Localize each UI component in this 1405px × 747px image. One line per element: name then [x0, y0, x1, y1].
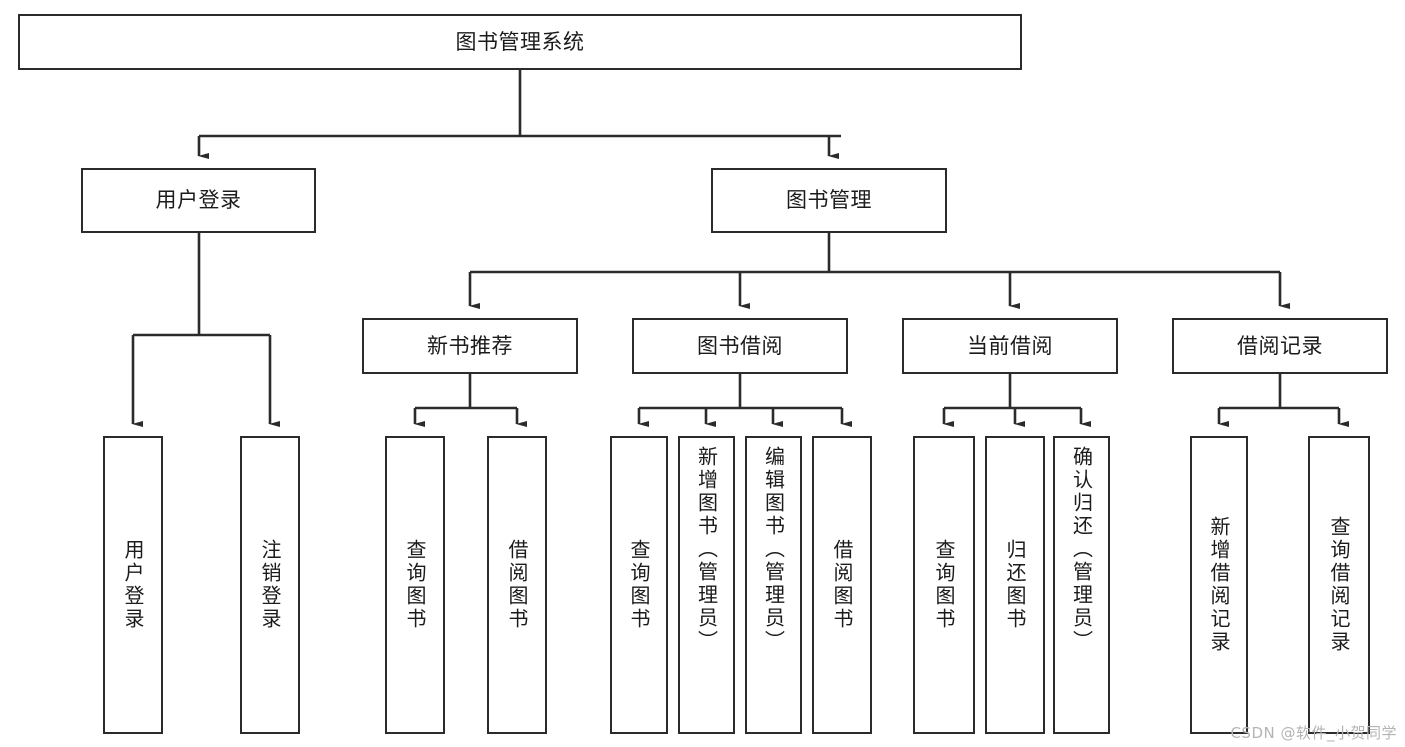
node-borrow-record-label: 借阅记录: [1237, 333, 1323, 358]
node-leaf-query-borrow-record[interactable]: 查询借阅记录: [1308, 436, 1370, 734]
node-leaf-user-logout-label: 注销登录: [258, 539, 282, 631]
node-book-manage[interactable]: 图书管理: [711, 168, 947, 233]
node-leaf-borrow-book-label: 借阅图书: [830, 539, 854, 631]
watermark-text: CSDN @软件_小贺同学: [1230, 724, 1397, 742]
node-book-borrow[interactable]: 图书借阅: [632, 318, 848, 374]
node-leaf-edit-book-admin[interactable]: 编辑图书（管理员）: [745, 436, 802, 734]
node-leaf-confirm-return-admin-label: 确认归还（管理员）: [1069, 446, 1094, 653]
node-root[interactable]: 图书管理系统: [18, 14, 1022, 70]
node-leaf-rec-query-book[interactable]: 查询图书: [385, 436, 445, 734]
node-leaf-user-login-label: 用户登录: [121, 539, 145, 631]
node-leaf-query-borrow-record-label: 查询借阅记录: [1327, 516, 1351, 654]
node-leaf-rec-borrow-book[interactable]: 借阅图书: [487, 436, 547, 734]
node-leaf-return-book[interactable]: 归还图书: [985, 436, 1045, 734]
node-leaf-add-borrow-record[interactable]: 新增借阅记录: [1190, 436, 1248, 734]
node-new-book-rec-label: 新书推荐: [427, 333, 513, 358]
node-leaf-add-book-admin-label: 新增图书（管理员）: [694, 446, 719, 653]
node-root-label: 图书管理系统: [455, 29, 585, 54]
node-leaf-rec-borrow-book-label: 借阅图书: [505, 539, 529, 631]
node-current-borrow-label: 当前借阅: [967, 333, 1053, 358]
node-user-login-label: 用户登录: [155, 188, 242, 213]
node-leaf-return-book-label: 归还图书: [1003, 539, 1027, 631]
node-book-borrow-label: 图书借阅: [697, 333, 783, 358]
node-leaf-add-book-admin[interactable]: 新增图书（管理员）: [678, 436, 735, 734]
node-leaf-user-login[interactable]: 用户登录: [103, 436, 163, 734]
node-leaf-cur-query-book-label: 查询图书: [932, 539, 956, 631]
node-borrow-record[interactable]: 借阅记录: [1172, 318, 1388, 374]
node-leaf-confirm-return-admin[interactable]: 确认归还（管理员）: [1053, 436, 1110, 734]
node-book-manage-label: 图书管理: [786, 188, 872, 213]
node-leaf-borrow-book[interactable]: 借阅图书: [812, 436, 872, 734]
node-new-book-rec[interactable]: 新书推荐: [362, 318, 578, 374]
node-leaf-user-logout[interactable]: 注销登录: [240, 436, 300, 734]
node-leaf-borrow-query-book[interactable]: 查询图书: [610, 436, 668, 734]
node-user-login[interactable]: 用户登录: [81, 168, 316, 233]
node-current-borrow[interactable]: 当前借阅: [902, 318, 1118, 374]
node-leaf-add-borrow-record-label: 新增借阅记录: [1207, 516, 1231, 654]
node-leaf-borrow-query-book-label: 查询图书: [627, 539, 651, 631]
node-leaf-cur-query-book[interactable]: 查询图书: [913, 436, 975, 734]
node-leaf-rec-query-book-label: 查询图书: [403, 539, 427, 631]
node-leaf-edit-book-admin-label: 编辑图书（管理员）: [761, 446, 786, 653]
